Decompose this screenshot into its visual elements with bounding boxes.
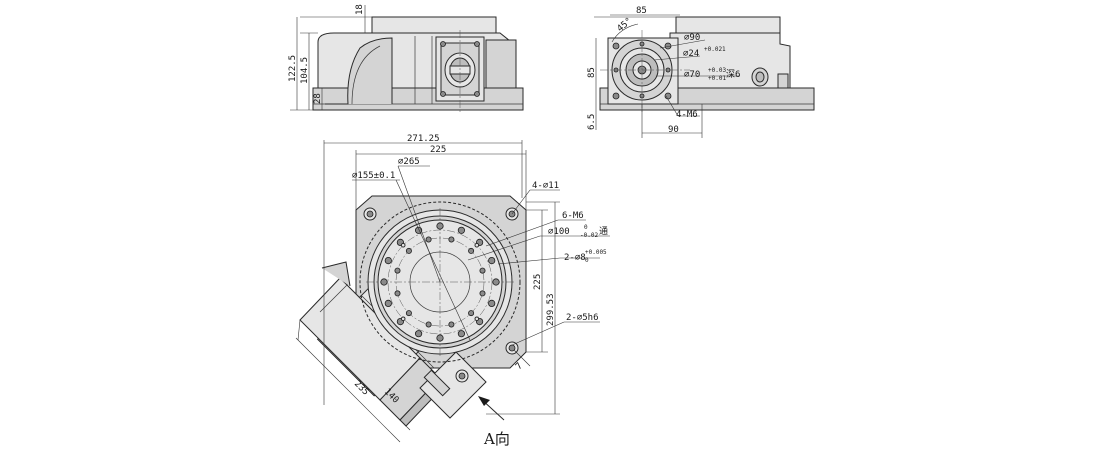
bolt-hole xyxy=(492,278,500,286)
dim-plan-299-53: 299.53 xyxy=(546,293,556,326)
dim-side-85w: 85 xyxy=(636,6,647,16)
dim-side-phi70-tol-dn: +0.01 xyxy=(708,75,726,82)
dim-plan-phi100-tol-up: 0 xyxy=(584,224,588,231)
dim-plan-6m6: 6-M6 xyxy=(562,211,584,221)
view-a-label: A向 xyxy=(483,430,510,448)
dim-plan-through: 通 xyxy=(599,226,608,237)
bolt-hole xyxy=(384,256,392,265)
dim-side-90: 90 xyxy=(668,125,679,135)
bolt-hole xyxy=(400,316,406,322)
bolt-hole xyxy=(474,242,480,248)
dim-plan-phi265: ⌀265 xyxy=(398,157,420,167)
bolt-hole xyxy=(405,247,412,254)
dim-plan-phi100-tol-dn: -0.02 xyxy=(580,232,598,239)
bolt-hole xyxy=(400,242,406,248)
dim-plan-7: 7 xyxy=(514,361,525,372)
dim-plan-phi155: ⌀155±0.1 xyxy=(352,171,395,181)
front-elevation-view: 18 122.5 104.5 28 xyxy=(288,4,524,112)
bolt-hole xyxy=(380,278,388,286)
dim-side-depth: 深6 xyxy=(726,69,740,80)
bolt-hole xyxy=(457,330,465,338)
dim-plan-2phi8-tol-up: +0.005 xyxy=(585,249,607,256)
bolt-hole xyxy=(414,226,423,234)
dim-plan-225-top: 225 xyxy=(430,145,446,155)
dim-side-4m6: 4-M6 xyxy=(676,110,698,120)
bolt-hole xyxy=(457,226,465,234)
dim-plan-2phi8: 2-⌀8 xyxy=(564,253,586,263)
dim-plan-2phi8-tol-dn: 0 xyxy=(585,257,589,264)
dim-side-phi24-tol: +0.021 xyxy=(704,46,726,53)
dim-side-phi90: ⌀90 xyxy=(684,33,700,43)
plan-output-box xyxy=(419,351,487,419)
bolt-hole xyxy=(448,236,455,243)
view-direction-arrow xyxy=(478,396,490,406)
dim-122-5: 122.5 xyxy=(288,55,298,82)
bolt-hole xyxy=(436,222,444,230)
plan-view: 271.25 225 ⌀265 ⌀155±0.1 4-⌀11 6-M6 ⌀100… xyxy=(295,134,610,448)
dim-side-6-5: 6.5 xyxy=(587,114,597,130)
bolt-hole xyxy=(448,321,455,328)
plan-ring-holes xyxy=(380,222,500,342)
bolt-hole xyxy=(425,321,432,328)
bolt-hole xyxy=(479,267,486,274)
bolt-hole xyxy=(474,316,480,322)
dim-28: 28 xyxy=(313,93,323,104)
bolt-hole xyxy=(468,310,475,317)
dim-plan-4phi11: 4-⌀11 xyxy=(532,181,559,191)
front-housing xyxy=(317,32,516,89)
bolt-hole xyxy=(384,299,392,307)
front-top-disc xyxy=(371,16,497,34)
bolt-hole xyxy=(394,290,401,297)
bolt-hole xyxy=(425,236,432,243)
bolt-hole xyxy=(468,247,475,254)
dim-104-5: 104.5 xyxy=(300,57,310,84)
dim-side-phi24: ⌀24 xyxy=(683,49,699,59)
bolt-hole xyxy=(414,330,423,338)
dim-side-85h: 85 xyxy=(587,67,597,78)
dim-side-45: 45° xyxy=(616,16,635,34)
dim-side-phi70: ⌀70 xyxy=(684,70,700,80)
bolt-hole xyxy=(479,290,486,297)
side-elevation-view: 85 45° 85 6.5 ⌀90 ⌀24 +0.021 ⌀70 +0.03 +… xyxy=(587,6,815,138)
dim-plan-2phi5: 2-⌀5h6 xyxy=(566,313,599,323)
dim-plan-271-25: 271.25 xyxy=(407,134,440,144)
bolt-hole xyxy=(405,310,412,317)
bolt-hole xyxy=(394,267,401,274)
dim-side-phi70-tol-up: +0.03 xyxy=(708,67,726,74)
dim-plan-225-right: 225 xyxy=(533,274,543,290)
front-base-plate xyxy=(312,87,524,111)
plan-phi265-circle xyxy=(359,201,521,363)
bolt-hole xyxy=(488,299,496,307)
dim-plan-phi100: ⌀100 xyxy=(548,227,570,237)
bolt-hole xyxy=(436,334,444,342)
dim-18: 18 xyxy=(355,4,365,15)
front-motor-curve xyxy=(325,37,393,105)
bolt-hole xyxy=(488,256,496,265)
side-top-disc xyxy=(675,16,781,34)
